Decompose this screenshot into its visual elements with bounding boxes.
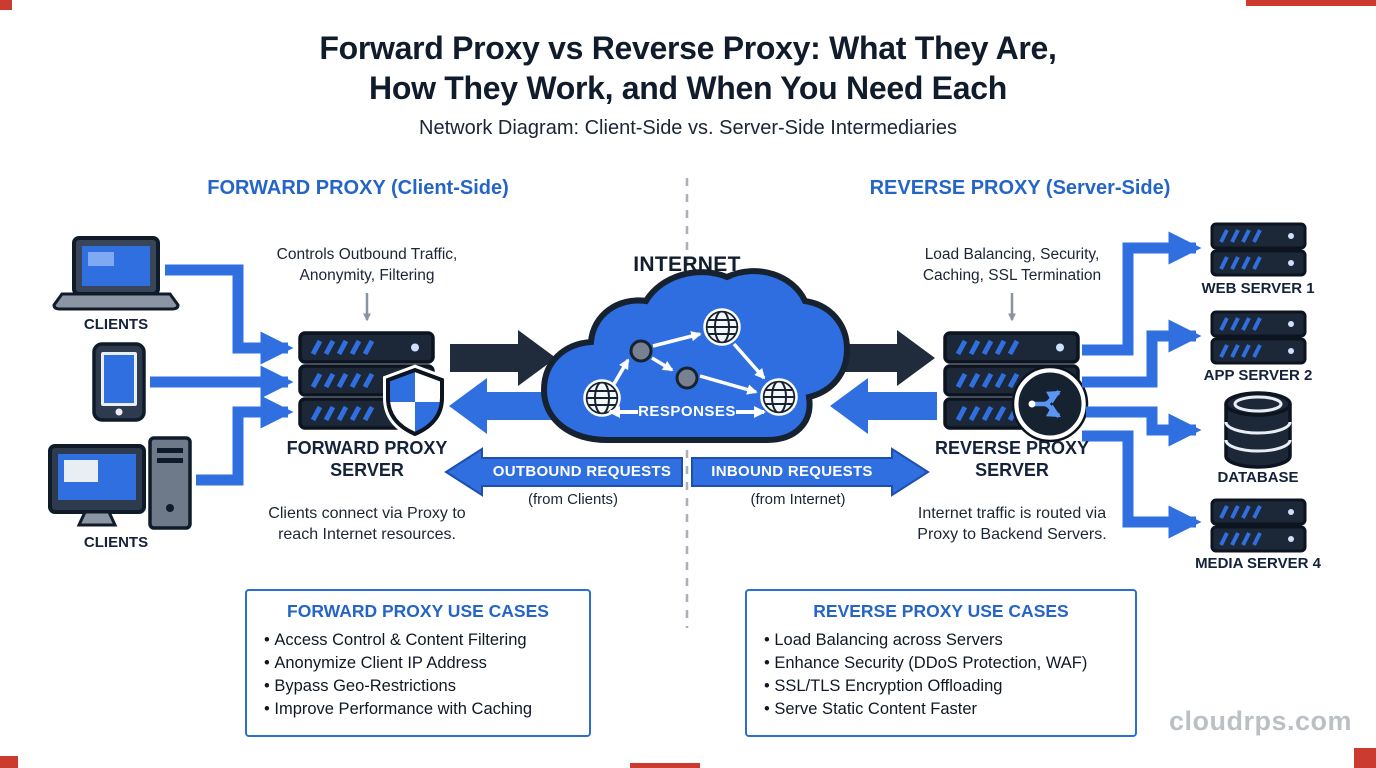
server-arrow-media	[1082, 430, 1202, 539]
request-arrow-right	[823, 330, 935, 386]
forward-usecases-box: FORWARD PROXY USE CASES Access Control &…	[245, 589, 591, 737]
corner-mark	[1354, 748, 1376, 768]
server-arrow-app	[1082, 319, 1202, 388]
reverse-usecases-box: REVERSE PROXY USE CASES Load Balancing a…	[745, 589, 1137, 737]
globe-icon	[703, 308, 741, 346]
watermark: cloudrps.com	[1168, 706, 1352, 736]
outbound-label: OUTBOUND REQUESTS	[492, 463, 672, 480]
client-arrow-laptop	[165, 264, 294, 365]
clients-label-bottom: CLIENTS	[83, 534, 149, 551]
usecase-item: Access Control & Content Filtering	[247, 629, 589, 652]
usecase-item: Serve Static Content Faster	[747, 698, 1135, 721]
inbound-arrow	[691, 447, 930, 497]
page-subtitle: Network Diagram: Client-Side vs. Server-…	[419, 117, 957, 139]
media-server-label: MEDIA SERVER 4	[1195, 555, 1321, 572]
inbound-sublabel: (from Internet)	[750, 491, 846, 508]
page-title-line1: Forward Proxy vs Reverse Proxy: What The…	[319, 30, 1057, 66]
desktop-icon	[48, 436, 192, 530]
corner-mark	[0, 756, 18, 768]
cloud-link	[732, 342, 766, 380]
cloud-link	[612, 358, 630, 385]
clients-label-top: CLIENTS	[83, 316, 149, 333]
outbound-arrow	[444, 447, 683, 497]
reverse-proxy-label: REVERSE PROXY SERVER	[934, 438, 1090, 480]
database-icon	[1224, 391, 1292, 469]
reverse-heading: REVERSE PROXY (Server-Side)	[869, 177, 1171, 199]
reverse-usecases-title: REVERSE PROXY USE CASES	[813, 601, 1069, 621]
corner-mark	[1246, 0, 1376, 6]
usecase-item: Improve Performance with Caching	[247, 698, 589, 721]
shield-icon	[383, 364, 447, 440]
internet-cloud	[540, 268, 851, 443]
tablet-icon	[92, 342, 146, 422]
network-node	[629, 339, 653, 363]
corner-mark	[0, 0, 12, 10]
forward-heading: FORWARD PROXY (Client-Side)	[207, 177, 509, 199]
cloud-link	[652, 331, 702, 348]
corner-mark	[630, 763, 700, 768]
media-server-icon	[1210, 498, 1307, 553]
forward-proxy-note: Controls Outbound Traffic, Anonymity, Fi…	[276, 246, 458, 284]
responses-label: RESPONSES	[638, 403, 736, 420]
inbound-label: INBOUND REQUESTS	[711, 463, 873, 480]
app-server-icon	[1210, 310, 1307, 365]
outbound-sublabel: (from Clients)	[527, 491, 619, 508]
internet-label: INTERNET	[633, 253, 741, 276]
web-server-icon	[1210, 222, 1307, 277]
response-arrow-left	[449, 378, 553, 434]
web-server-label: WEB SERVER 1	[1201, 280, 1315, 297]
usecase-item: Bypass Geo-Restrictions	[247, 675, 589, 698]
request-arrow-left	[450, 330, 556, 386]
usecase-item: Load Balancing across Servers	[747, 629, 1135, 652]
cloud-link	[699, 374, 758, 395]
usecase-item: Anonymize Client IP Address	[247, 652, 589, 675]
server-arrow-web	[1082, 231, 1202, 356]
load-balancer-icon	[1011, 365, 1089, 443]
reverse-proxy-description: Internet traffic is routed via Proxy to …	[917, 505, 1107, 543]
app-server-label: APP SERVER 2	[1203, 367, 1313, 384]
server-arrow-db	[1086, 406, 1202, 447]
database-label: DATABASE	[1217, 469, 1299, 486]
forward-usecases-title: FORWARD PROXY USE CASES	[287, 601, 549, 621]
forward-proxy-label: FORWARD PROXY SERVER	[286, 438, 448, 480]
usecase-item: Enhance Security (DDoS Protection, WAF)	[747, 652, 1135, 675]
page-title-line2: How They Work, and When You Need Each	[369, 70, 1007, 106]
network-node	[675, 366, 699, 390]
globe-icon	[760, 378, 798, 416]
usecase-item: SSL/TLS Encryption Offloading	[747, 675, 1135, 698]
forward-proxy-description: Clients connect via Proxy to reach Inter…	[268, 505, 466, 543]
laptop-icon	[52, 236, 180, 311]
response-arrow-right	[830, 378, 937, 434]
cloud-link	[651, 356, 674, 372]
reverse-proxy-note: Load Balancing, Security, Caching, SSL T…	[922, 246, 1102, 284]
client-arrow-desktop	[196, 395, 294, 486]
